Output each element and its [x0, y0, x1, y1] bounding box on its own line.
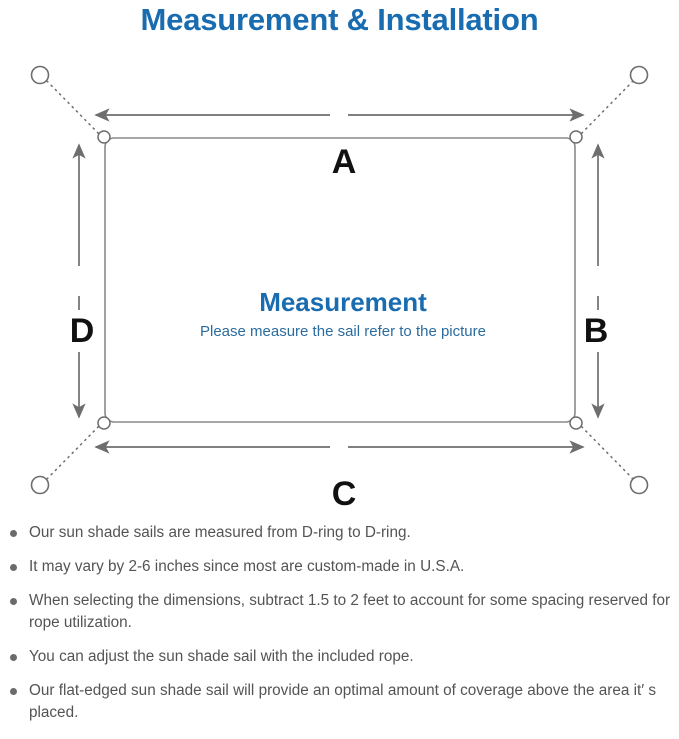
- dimension-label-b: B: [578, 310, 614, 352]
- d-ring-bottom-right: [569, 416, 583, 430]
- list-item: Our sun shade sails are measured from D-…: [0, 522, 679, 544]
- note-text: It may vary by 2-6 inches since most are…: [29, 558, 465, 575]
- sail-center-label: Measurement Please measure the sail refe…: [113, 286, 573, 342]
- dimension-label-a: A: [318, 144, 370, 180]
- note-text: Our flat-edged sun shade sail will provi…: [29, 682, 657, 721]
- rope-bottom-right: [576, 421, 637, 483]
- sail-diagram: A B C D Measurement Please measure the s…: [0, 48, 679, 513]
- list-item: Our flat-edged sun shade sail will provi…: [0, 680, 679, 724]
- dimension-label-d: D: [64, 310, 100, 352]
- rope-top-right: [576, 77, 637, 139]
- bullet-icon: [10, 530, 17, 537]
- notes-list: Our sun shade sails are measured from D-…: [0, 522, 679, 736]
- bullet-icon: [10, 598, 17, 605]
- list-item: When selecting the dimensions, subtract …: [0, 590, 679, 634]
- note-text: When selecting the dimensions, subtract …: [29, 592, 671, 631]
- page-title: Measurement & Installation: [140, 2, 539, 37]
- bullet-icon: [10, 654, 17, 661]
- sail-label-title: Measurement: [259, 287, 427, 317]
- note-text: Our sun shade sails are measured from D-…: [29, 524, 411, 541]
- rope-top-left: [43, 77, 104, 139]
- list-item: It may vary by 2-6 inches since most are…: [0, 556, 679, 578]
- d-ring-top-left: [97, 130, 111, 144]
- sail-body: [104, 137, 576, 423]
- anchor-point-bottom-right: [629, 475, 649, 495]
- rope-bottom-left: [43, 421, 104, 483]
- sail-label-subtitle: Please measure the sail refer to the pic…: [200, 323, 486, 340]
- d-ring-bottom-left: [97, 416, 111, 430]
- d-ring-top-right: [569, 130, 583, 144]
- bullet-icon: [10, 564, 17, 571]
- anchor-point-bottom-left: [30, 475, 50, 495]
- sail-diagram-svg: [30, 65, 649, 495]
- note-text: You can adjust the sun shade sail with t…: [29, 648, 414, 665]
- anchor-point-top-right: [629, 65, 649, 85]
- bullet-icon: [10, 688, 17, 695]
- dimension-label-c: C: [318, 476, 370, 512]
- anchor-point-top-left: [30, 65, 50, 85]
- list-item: You can adjust the sun shade sail with t…: [0, 646, 679, 668]
